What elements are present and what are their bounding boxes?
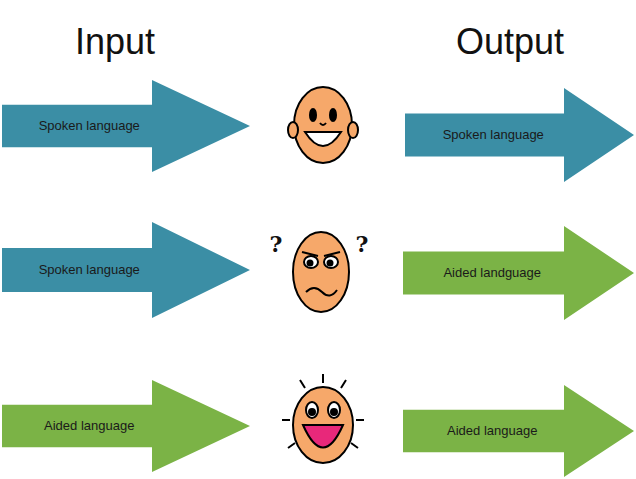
- question-mark: ?: [356, 233, 369, 255]
- question-mark: ?: [270, 233, 283, 255]
- arrow-fill: [2, 80, 250, 172]
- page-header: Input: [75, 24, 155, 60]
- arrow-fill: [403, 226, 634, 320]
- confused-face: [293, 232, 349, 312]
- arrow-label: Spoken language: [443, 127, 544, 143]
- arrow-label: Aided landguage: [443, 265, 541, 281]
- arrow-label: Spoken language: [39, 118, 140, 134]
- arrow-fill: [403, 385, 634, 477]
- arrow-label: Aided language: [44, 418, 134, 434]
- arrow-box: Aided language: [2, 380, 250, 472]
- happy-face: [288, 87, 358, 163]
- arrow-box: Spoken language: [2, 222, 250, 318]
- arrow-fill: [2, 380, 250, 472]
- excited-face: [282, 374, 364, 463]
- arrow-label: Aided language: [447, 423, 537, 439]
- arrow-fill: [2, 222, 250, 318]
- arrow-label: Spoken language: [39, 262, 140, 278]
- arrow-box: Aided landguage: [403, 226, 634, 320]
- arrow-fill: [405, 88, 634, 182]
- page-header: Output: [456, 24, 564, 60]
- arrow-box: Spoken language: [2, 80, 250, 172]
- arrow-box: Spoken language: [405, 88, 634, 182]
- arrow-box: Aided language: [403, 385, 634, 477]
